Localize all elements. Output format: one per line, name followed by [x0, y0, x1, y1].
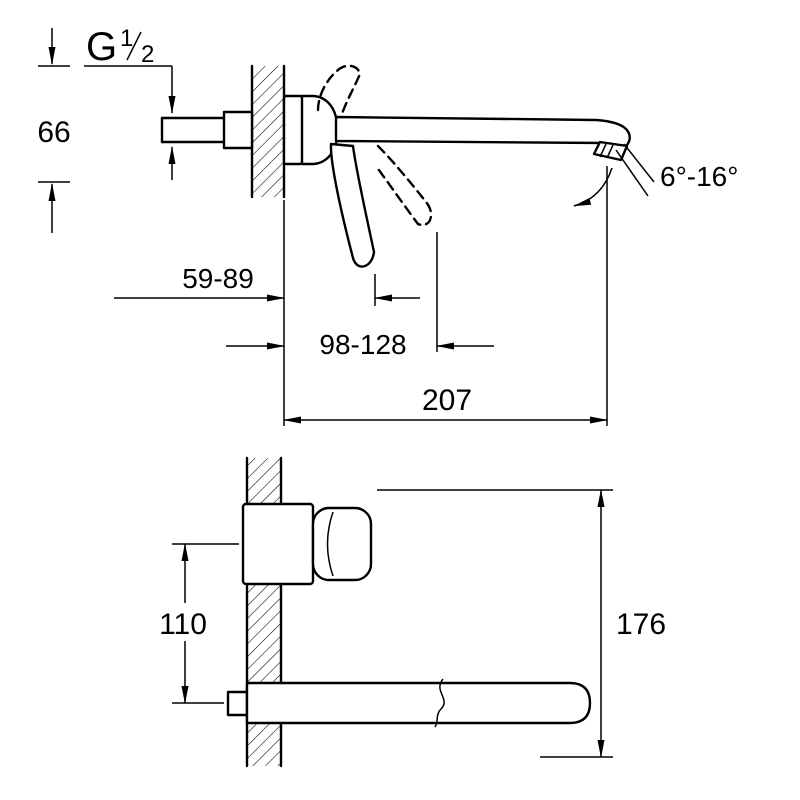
spout-front [245, 681, 592, 725]
thread-fraction-denominator: 2 [141, 41, 154, 68]
side-view: 6°-16° G 1 2 66 [37, 25, 738, 426]
lever-handle-down [329, 142, 376, 268]
thread-fraction-numerator: 1 [120, 25, 133, 52]
spout-unit-front [226, 678, 592, 728]
dimension-spout-reach: 207 [283, 384, 608, 424]
spout-body [334, 115, 631, 148]
dim-label-handle-depth: 59-89 [182, 263, 254, 294]
union-nut [222, 110, 254, 150]
extension-lines [283, 166, 608, 426]
lever-front [311, 506, 373, 582]
spout-aerator [592, 140, 629, 162]
dimension-handle-depth-open: 98-128 [226, 329, 494, 360]
lever-handle-mid-dashed [374, 144, 433, 227]
dimension-overall-height: 176 [377, 489, 666, 758]
supply-pipe [160, 110, 254, 150]
dim-label-handle-spout-distance: 110 [159, 608, 207, 641]
supply-stub [226, 690, 249, 717]
fraction-slash [126, 31, 142, 61]
dimension-handle-spout-distance: 110 [151, 543, 239, 704]
angle-leader-lines [615, 143, 655, 197]
lever-front-contour [326, 511, 334, 577]
label-mask [151, 603, 215, 641]
thread-prefix: G [86, 25, 117, 69]
lever-handle-up-dashed [316, 64, 362, 116]
wall-section-hatch [250, 64, 286, 199]
dim-label-aerator-angle: 6°-16° [660, 161, 738, 192]
dim-label-handle-depth-open: 98-128 [319, 329, 406, 360]
handle-escutcheon-front [241, 502, 315, 586]
dim-label-overall-height: 176 [616, 608, 666, 641]
dim-label-spout-height: 66 [37, 116, 70, 149]
dimension-handle-depth: 59-89 [114, 263, 420, 302]
flow-direction-arrow [573, 167, 613, 207]
handle-unit-front [241, 502, 373, 586]
dim-label-spout-reach: 207 [422, 384, 472, 417]
escutcheon-flange [282, 94, 304, 166]
spout-break-line [434, 678, 445, 728]
body-cap-top [300, 94, 338, 119]
dimension-spout-height: 66 [37, 28, 176, 233]
thread-size-label: G 1 2 [84, 25, 172, 69]
front-view: 110 176 [151, 456, 666, 768]
